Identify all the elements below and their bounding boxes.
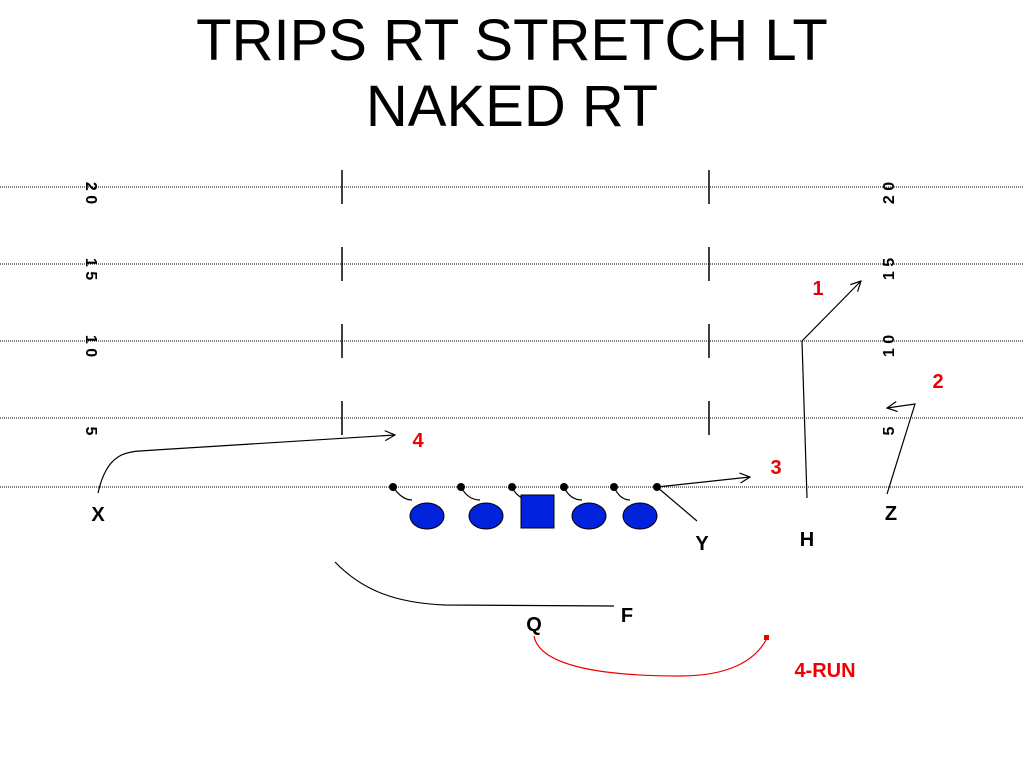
center: [520, 494, 555, 529]
route-number-4: 4: [412, 430, 424, 452]
y-release: [656, 486, 698, 522]
route-2-z: [887, 404, 916, 495]
yard-numbers-right: 2 0 1 5 1 0 5: [881, 182, 898, 436]
route-4-x: [97, 435, 395, 494]
player-x-label: X: [91, 504, 105, 526]
yard-number-15-right: 1 5: [881, 258, 898, 280]
player-z-label: Z: [885, 503, 897, 525]
right-tackle: [622, 502, 658, 530]
block-dot: [610, 483, 618, 491]
play-title: TRIPS RT STRETCH LT NAKED RT: [0, 8, 1024, 140]
route-3-y: [656, 477, 750, 488]
run-label: 4-RUN: [794, 660, 855, 682]
left-guard: [468, 502, 504, 530]
yard-lines: [0, 186, 1024, 488]
qb-run-endpoint: [764, 635, 769, 640]
block-dot: [457, 483, 465, 491]
yard-number-5-right: 5: [881, 426, 898, 435]
yard-number-10-left: 1 0: [82, 335, 99, 357]
yard-number-20-left: 2 0: [82, 182, 99, 204]
yard-numbers-left: 2 0 1 5 1 0 5: [82, 182, 99, 436]
route-number-2: 2: [932, 371, 943, 393]
route-f-stretch: [334, 561, 615, 607]
yard-number-20-right: 2 0: [881, 182, 898, 204]
block-dot: [389, 483, 397, 491]
block-dots: [389, 483, 661, 491]
player-f-label: F: [621, 605, 633, 627]
yard-number-5-left: 5: [82, 427, 99, 436]
player-y-label: Y: [695, 533, 709, 555]
hash-marks: [341, 170, 710, 435]
right-guard: [571, 502, 607, 530]
route-number-3: 3: [770, 457, 781, 479]
play-title-line-1: TRIPS RT STRETCH LT: [196, 8, 828, 73]
player-q-label: Q: [526, 614, 542, 636]
route-1-h: [801, 281, 861, 499]
play-title-line-2: NAKED RT: [365, 74, 659, 139]
yard-number-15-left: 1 5: [82, 258, 99, 280]
block-dot: [560, 483, 568, 491]
routes: [97, 281, 916, 607]
block-dot: [508, 483, 516, 491]
qb-naked-run: [533, 635, 767, 677]
yard-number-10-right: 1 0: [881, 335, 898, 357]
offensive-line: [409, 494, 658, 530]
player-h-label: H: [800, 529, 814, 551]
route-number-1: 1: [812, 278, 823, 300]
left-tackle: [409, 502, 445, 530]
